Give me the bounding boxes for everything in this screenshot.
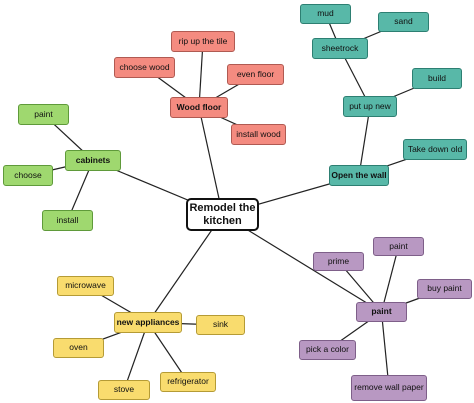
- prime-node[interactable]: prime: [313, 252, 364, 271]
- wood-floor-node[interactable]: Wood floor: [170, 97, 228, 118]
- oven-node[interactable]: oven: [53, 338, 104, 358]
- remove-wall-paper-node[interactable]: remove wall paper: [351, 375, 427, 401]
- mud-node[interactable]: mud: [300, 4, 351, 24]
- install-wood-node[interactable]: install wood: [231, 124, 286, 145]
- stove-node[interactable]: stove: [98, 380, 150, 400]
- put-up-new-node[interactable]: put up new: [343, 96, 397, 117]
- connector-wood-rip: [198, 41, 204, 108]
- sheetrock-node[interactable]: sheetrock: [312, 38, 368, 59]
- connector-paint-ppaint: [380, 246, 400, 313]
- paint-node[interactable]: paint: [356, 302, 407, 322]
- sink-node[interactable]: sink: [196, 315, 245, 335]
- take-down-old-node[interactable]: Take down old: [403, 139, 467, 160]
- central-topic-node[interactable]: Remodel the kitchen: [186, 198, 259, 231]
- connector-center-appl: [147, 214, 223, 323]
- buy-paint-node[interactable]: buy paint: [417, 279, 472, 299]
- connector-appl-stove: [123, 322, 149, 391]
- sand-node[interactable]: sand: [378, 12, 429, 32]
- connector-openwall-putup: [358, 106, 371, 176]
- cabinets-node[interactable]: cabinets: [65, 150, 121, 171]
- refrigerator-node[interactable]: refrigerator: [160, 372, 216, 392]
- cabinets-choose-node[interactable]: choose: [3, 165, 53, 186]
- cabinets-install-node[interactable]: install: [42, 210, 93, 231]
- choose-wood-node[interactable]: choose wood: [114, 57, 175, 78]
- build-node[interactable]: build: [412, 68, 462, 89]
- rip-up-the-tile-node[interactable]: rip up the tile: [171, 31, 235, 52]
- paint-child-node[interactable]: paint: [373, 237, 424, 256]
- even-floor-node[interactable]: even floor: [227, 64, 284, 85]
- cabinets-paint-node[interactable]: paint: [18, 104, 69, 125]
- new-appliances-node[interactable]: new appliances: [114, 312, 182, 333]
- connector-center-wood: [198, 107, 224, 215]
- microwave-node[interactable]: microwave: [57, 276, 114, 296]
- open-the-wall-node[interactable]: Open the wall: [329, 165, 389, 186]
- pick-a-color-node[interactable]: pick a color: [299, 340, 356, 360]
